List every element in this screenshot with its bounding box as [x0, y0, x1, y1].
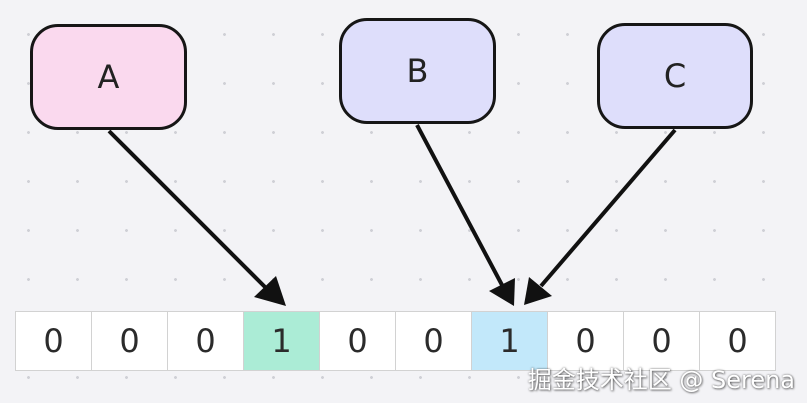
node-a: A	[30, 24, 187, 130]
bit-cell-8: 0	[548, 312, 624, 371]
bit-cell-7-value: 1	[499, 322, 520, 360]
arrowhead-a	[254, 276, 286, 306]
bit-cell-9-value: 0	[651, 322, 672, 360]
bit-cell-2-value: 0	[119, 322, 140, 360]
edge-b-to-cell-7	[415, 124, 504, 286]
bit-cell-4: 1	[244, 312, 320, 371]
bit-cell-4-value: 1	[271, 322, 292, 360]
bit-cell-3: 0	[168, 312, 244, 371]
node-c: C	[597, 23, 753, 129]
bit-cell-1-value: 0	[43, 322, 64, 360]
bit-cell-1: 0	[16, 312, 92, 371]
watermark: 掘金技术社区 @ Serena	[527, 366, 795, 394]
arrowhead-c	[524, 277, 552, 305]
edge-a-to-cell-4	[107, 129, 268, 290]
bit-cell-10: 0	[700, 312, 776, 371]
bit-cell-7: 1	[472, 312, 548, 371]
edge-c-to-cell-7	[539, 128, 677, 288]
bit-cell-5-value: 0	[347, 322, 368, 360]
bit-cell-6-value: 0	[423, 322, 444, 360]
bit-cell-5: 0	[320, 312, 396, 371]
node-a-label: A	[97, 58, 120, 96]
bit-cell-10-value: 0	[727, 322, 748, 360]
bit-array: 0 0 0 1 0 0 1 0 0 0	[15, 311, 776, 371]
bit-cell-2: 0	[92, 312, 168, 371]
arrowhead-b	[489, 278, 515, 306]
bit-cell-9: 0	[624, 312, 700, 371]
node-b-label: B	[406, 52, 429, 90]
node-b: B	[339, 18, 496, 124]
bit-cell-3-value: 0	[195, 322, 216, 360]
node-c-label: C	[663, 57, 687, 95]
bit-cell-8-value: 0	[575, 322, 596, 360]
bit-cell-6: 0	[396, 312, 472, 371]
